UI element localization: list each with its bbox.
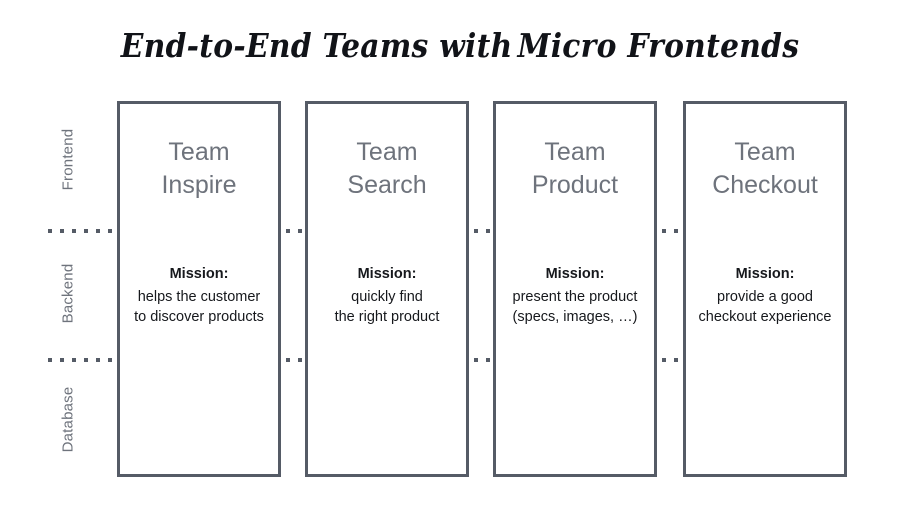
mission-line-1: quickly find [351, 289, 423, 305]
layer-label-database: Database [59, 386, 77, 453]
mission-label: Mission: [169, 266, 229, 282]
separator-dot [108, 358, 112, 362]
layer-label-backend: Backend [59, 263, 77, 324]
separator-dot [674, 358, 678, 362]
separator-dot [486, 358, 490, 362]
separator-dot [96, 358, 100, 362]
team-name-line2: Inspire [161, 171, 237, 199]
team-name-line1: Team [356, 138, 418, 166]
mission-line-2: to discover products [134, 309, 264, 325]
team-mission: Mission: quickly find the right product [302, 264, 472, 327]
separator-dot [298, 229, 302, 233]
separator-dot [72, 229, 76, 233]
separator-dot [96, 229, 100, 233]
separator-dot [286, 229, 290, 233]
team-name-line2: Search [347, 171, 427, 199]
mission-label: Mission: [545, 266, 605, 282]
mission-label: Mission: [357, 266, 417, 282]
mission-line-2: (specs, images, …) [512, 309, 638, 325]
team-name-line1: Team [168, 138, 230, 166]
mission-line-1: provide a good [717, 289, 813, 305]
separator-dot [84, 358, 88, 362]
team-mission: Mission: provide a good checkout experienc… [680, 264, 850, 327]
separator-dot [108, 229, 112, 233]
mission-line-2: checkout experience [698, 309, 832, 325]
team-name-line2: Product [531, 171, 619, 199]
separator-dot [474, 358, 478, 362]
separator-dot [486, 229, 490, 233]
separator-dot [60, 358, 64, 362]
separator-dot [72, 358, 76, 362]
separator-dot [48, 229, 52, 233]
separator-dot [662, 229, 666, 233]
mission-line-1: helps the customer [137, 289, 261, 305]
team-mission: Mission: helps the customer to discover pr… [114, 264, 284, 327]
page-title-regular: End-to-End Teams with [120, 26, 513, 65]
team-name-line1: Team [734, 138, 796, 166]
separator-dot [286, 358, 290, 362]
separator-dot [474, 229, 478, 233]
team-name-line2: Checkout [712, 171, 818, 199]
team-name-line1: Team [544, 138, 606, 166]
separator-dot [84, 229, 88, 233]
mission-line-1: present the product [512, 289, 638, 305]
mission-label: Mission: [735, 266, 795, 282]
separator-dot [298, 358, 302, 362]
separator-dot [674, 229, 678, 233]
separator-dot [662, 358, 666, 362]
mission-line-2: the right product [334, 309, 440, 325]
page-title-emphasis: Micro Frontends [517, 26, 800, 65]
team-mission: Mission: present the product (specs, image… [490, 264, 660, 327]
separator-dot [60, 229, 64, 233]
separator-dot [48, 358, 52, 362]
layer-label-frontend: Frontend [59, 128, 77, 191]
